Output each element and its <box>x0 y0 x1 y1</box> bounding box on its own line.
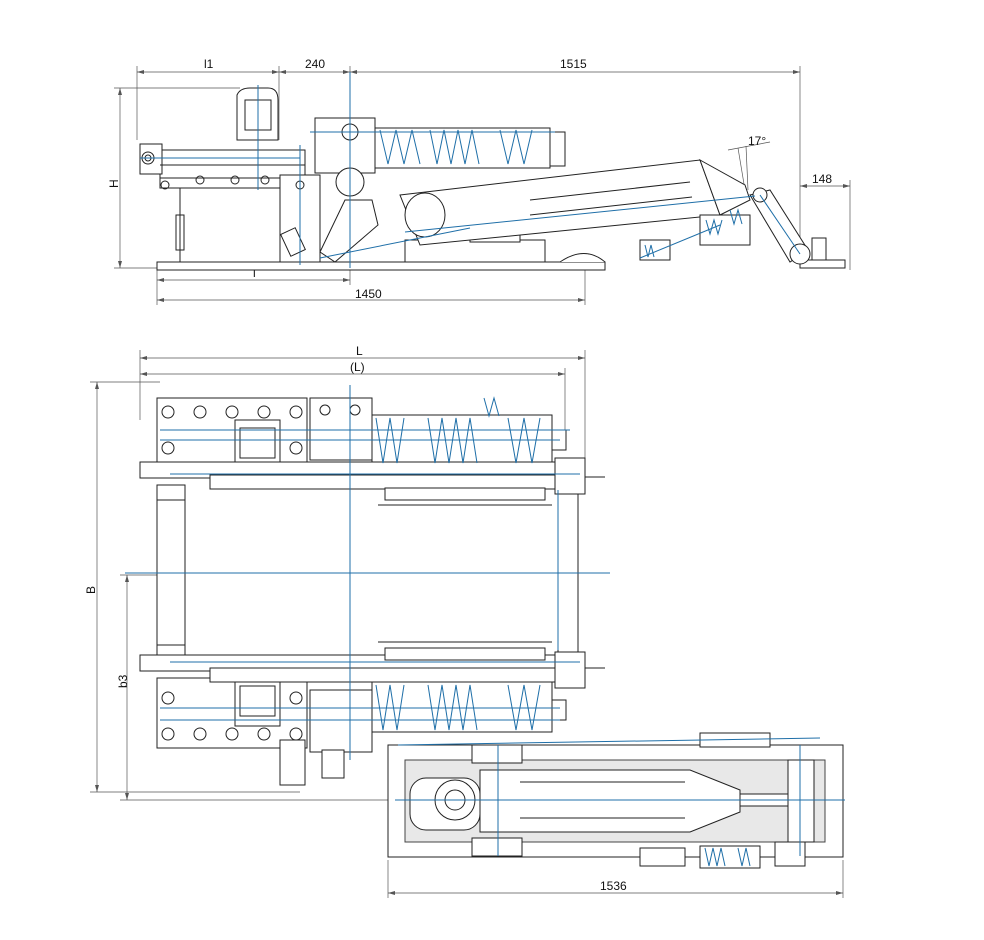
side-thruster-housing <box>139 87 321 263</box>
dim-148: 148 <box>812 172 832 186</box>
angle-indicator <box>727 141 771 191</box>
top-view-length-dimensions <box>139 350 586 470</box>
dim-angle: 17° <box>748 134 766 148</box>
side-view-top-dimensions <box>136 66 801 265</box>
top-view-1536-dimension <box>387 860 844 898</box>
side-view-height-dimension <box>114 87 240 269</box>
dim-1515: 1515 <box>560 57 587 71</box>
dim-148-lines <box>800 180 851 270</box>
dim-H: H <box>107 179 121 188</box>
top-view-b3-dimension <box>120 574 390 801</box>
top-view-width-dimension <box>90 381 300 793</box>
side-centerlines <box>140 72 801 268</box>
top-centerlines <box>125 385 845 856</box>
dim-b3: b3 <box>116 674 130 688</box>
side-springs <box>379 129 533 165</box>
top-lower-bolts <box>161 691 303 741</box>
dim-L-paren: (L) <box>350 360 365 374</box>
side-view: l1 240 1515 H 17° 148 <box>107 57 851 305</box>
dim-B: B <box>84 586 98 594</box>
dim-240: 240 <box>305 57 325 71</box>
dim-1450: 1450 <box>355 287 382 301</box>
dim-L: L <box>356 344 363 358</box>
top-upper-assembly <box>139 397 605 506</box>
side-inclined-cylinder <box>399 158 751 246</box>
side-base-plate <box>156 253 846 271</box>
dim-l1: l1 <box>204 57 214 71</box>
top-thruster-springs <box>704 847 751 867</box>
top-upper-bolts <box>161 404 361 455</box>
dim-1536: 1536 <box>600 879 627 893</box>
top-lower-assembly <box>139 641 605 786</box>
top-thruster-plan <box>387 732 844 869</box>
dim-l: l <box>253 266 256 280</box>
side-view-bottom-dimensions <box>156 262 586 305</box>
top-view: L (L) B b3 <box>84 344 845 898</box>
